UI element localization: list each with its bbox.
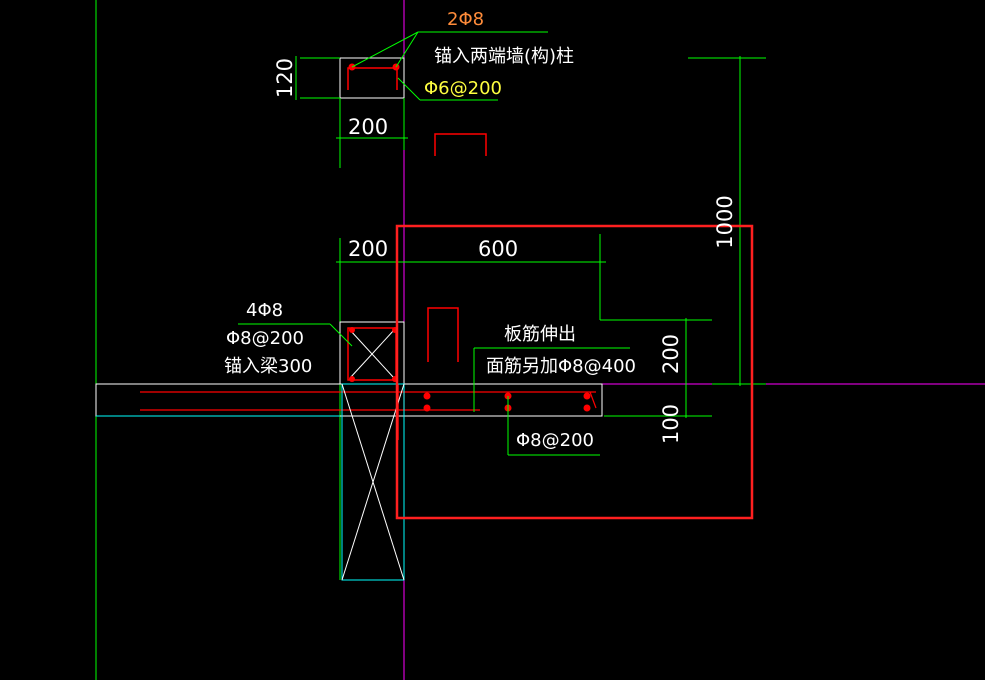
- label-beam-stirrup: Φ8@200: [226, 328, 304, 349]
- label-beam-bars: 4Φ8: [246, 300, 283, 321]
- dim-100: 100: [659, 404, 683, 444]
- label-stirrup-top: Φ6@200: [424, 78, 502, 99]
- label-anchor-beam: 锚入梁300: [224, 356, 312, 377]
- dim-200-top: 200: [348, 115, 388, 139]
- label-top-add: 面筋另加Φ8@400: [486, 356, 636, 377]
- dim-600: 600: [478, 237, 518, 261]
- dim-200-mid: 200: [348, 237, 388, 261]
- stirrup-symbol-top: [434, 133, 487, 156]
- main-section: [95, 56, 766, 581]
- label-slab-ext: 板筋伸出: [504, 324, 576, 345]
- top-section: [295, 31, 548, 168]
- label-slab-dist: Φ8@200: [516, 430, 594, 451]
- highlight-box: [395, 224, 754, 520]
- dim-1000: 1000: [713, 195, 737, 248]
- label-anchor-wall: 锚入两端墙(构)柱: [434, 46, 574, 67]
- dim-120: 120: [273, 58, 297, 98]
- dim-200-right: 200: [659, 334, 683, 374]
- labels: 2Φ8 锚入两端墙(构)柱 Φ6@200 4Φ8 Φ8@200 锚入梁300 板…: [224, 9, 636, 451]
- dimension-values: 120 200 200 600 1000 200 100: [273, 58, 737, 444]
- label-top-bars: 2Φ8: [447, 9, 484, 30]
